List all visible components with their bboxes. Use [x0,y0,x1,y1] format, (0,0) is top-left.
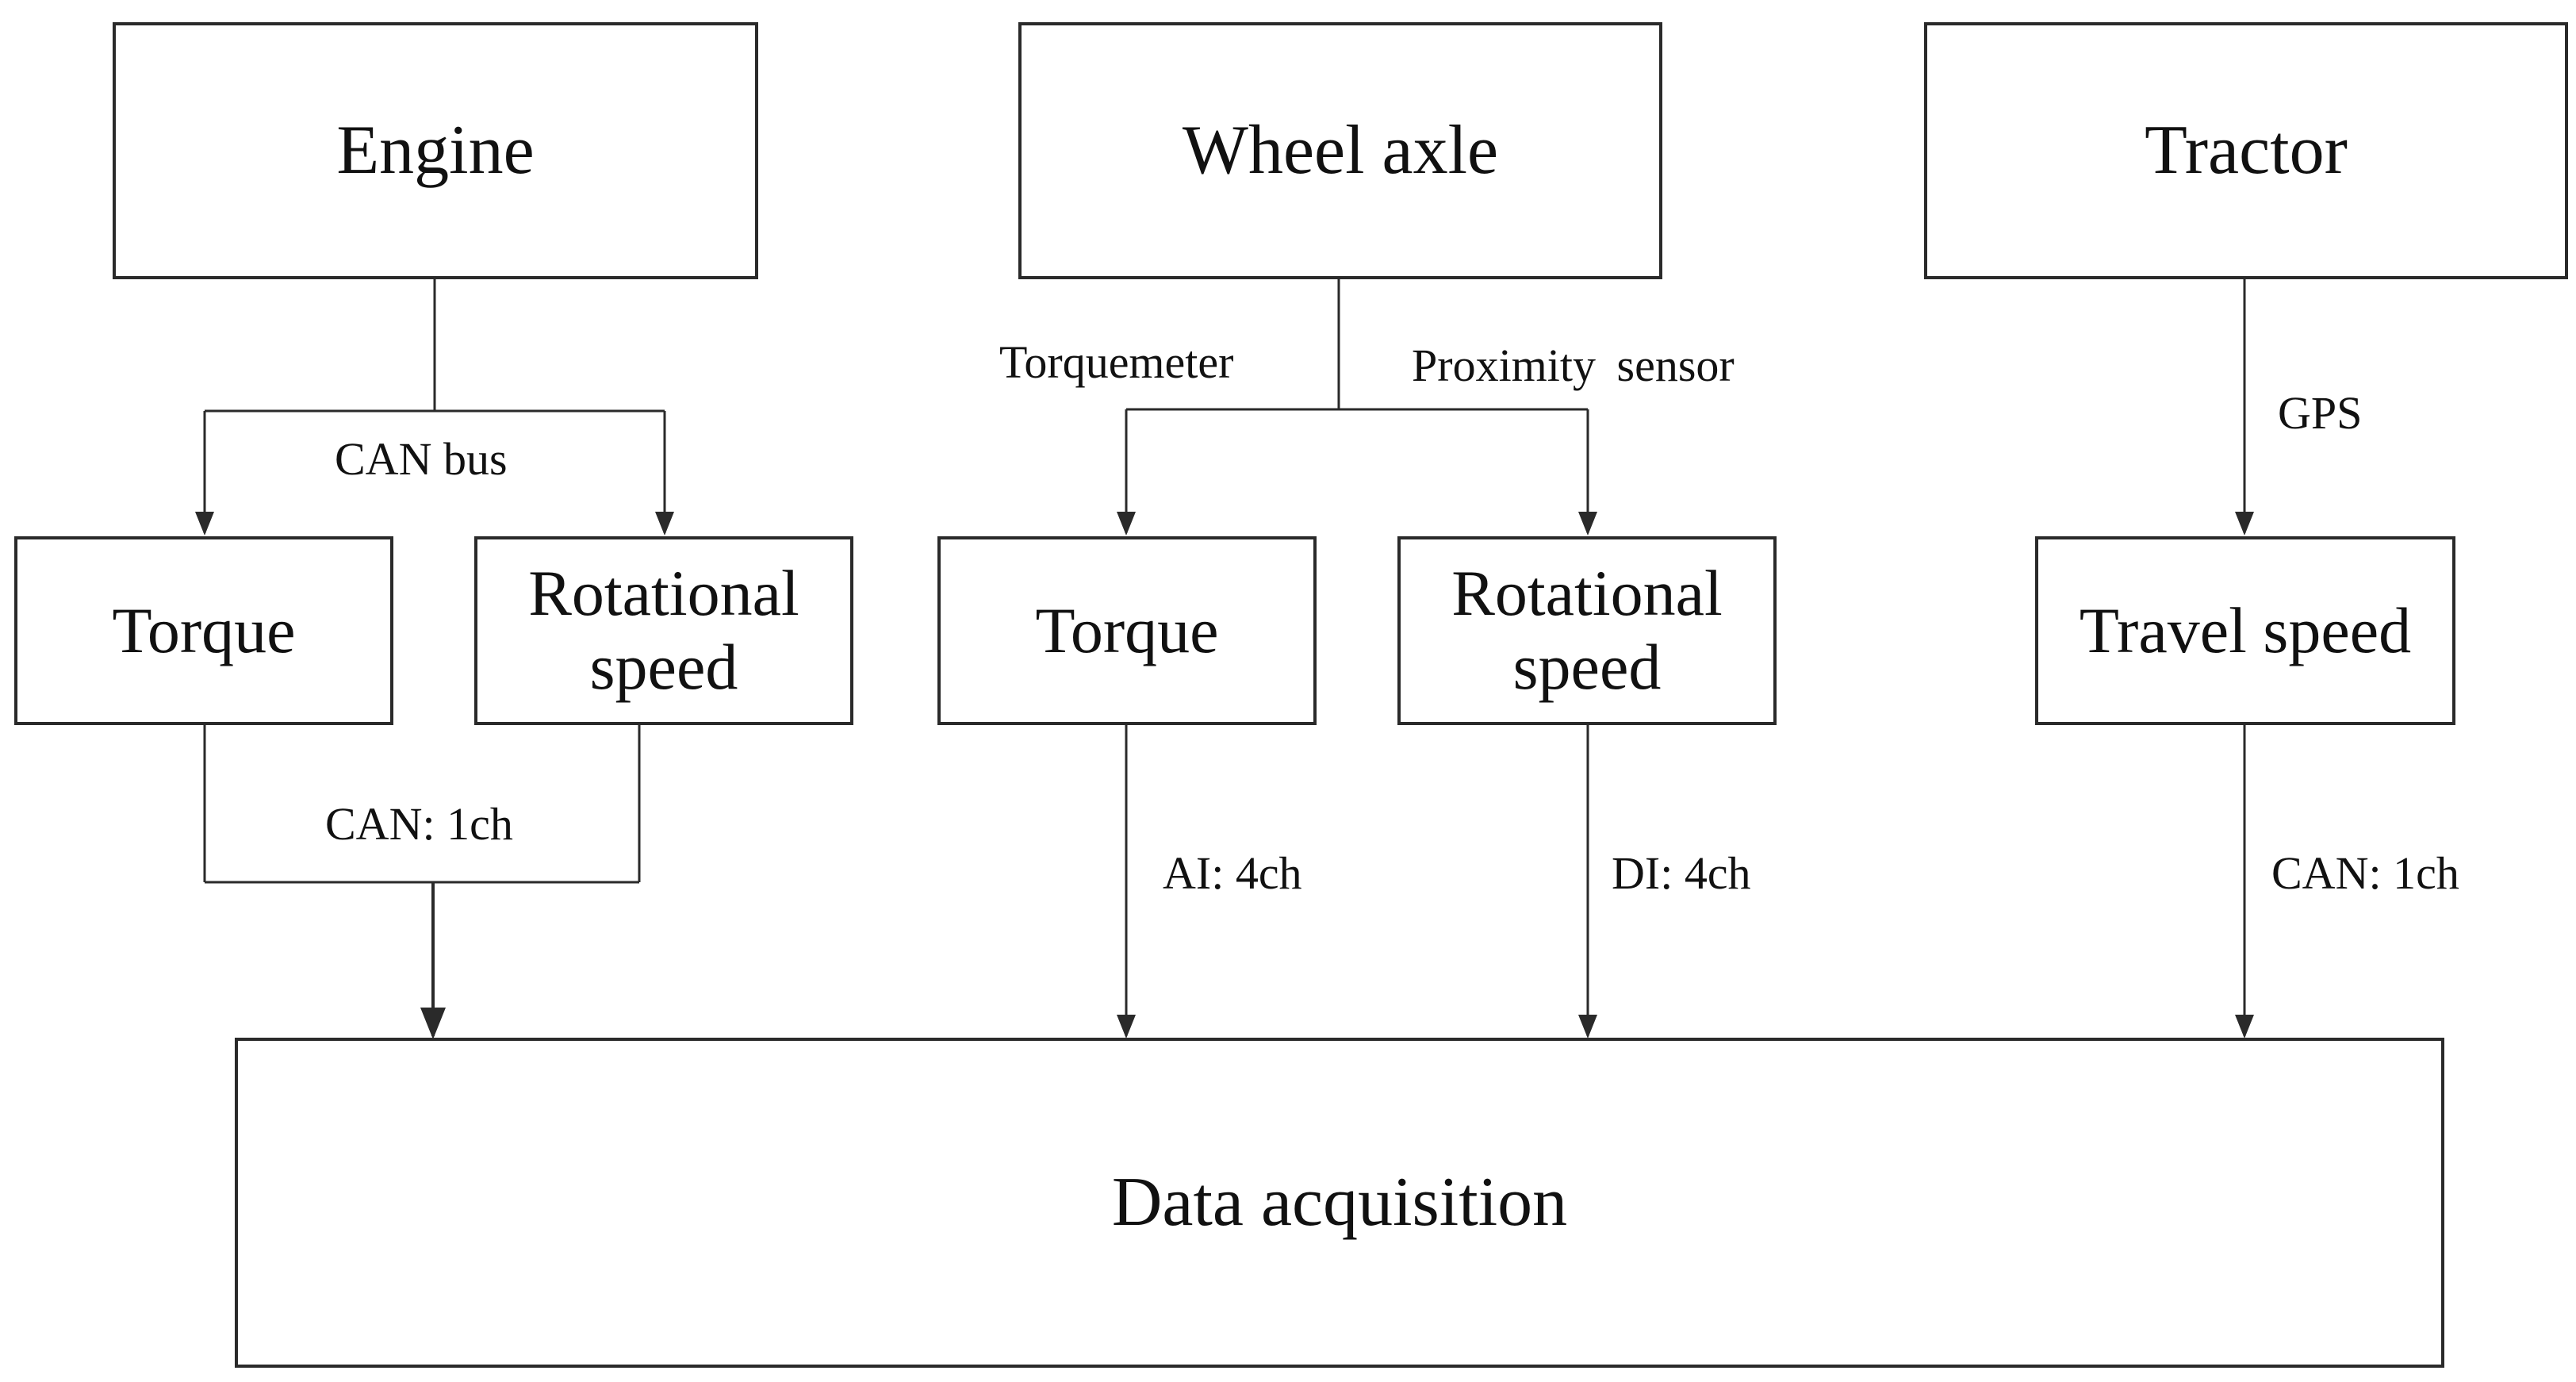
proximity-sensor-label: Proximity sensor [1412,340,1735,391]
axle-torque-label: Torque [1035,593,1219,666]
travel-speed-box: Travel speed [2035,536,2455,725]
travel-speed-label: Travel speed [2079,593,2412,666]
torquemeter-label: Torquemeter [999,336,1234,388]
engine-channel-label: CAN: 1ch [325,798,513,850]
engine-box: Engine [113,22,758,279]
engine-torque-label: Torque [112,593,296,666]
tractor-label: Tractor [2145,112,2348,190]
gps-label: GPS [2278,387,2363,439]
axle-torque-box: Torque [937,536,1317,725]
wheel-axle-box: Wheel axle [1018,22,1662,279]
can-bus-label: CAN bus [335,433,508,485]
engine-torque-box: Torque [14,536,393,725]
engine-rotational-speed-box: Rotational speed [474,536,853,725]
di-channel-label: DI: 4ch [1612,847,1751,899]
data-acquisition-label: Data acquisition [1111,1164,1568,1242]
engine-rotational-speed-label: Rotational speed [528,557,799,703]
axle-rotational-speed-box: Rotational speed [1397,536,1777,725]
tractor-channel-label: CAN: 1ch [2271,847,2459,899]
wheel-axle-label: Wheel axle [1182,112,1499,190]
axle-rotational-speed-label: Rotational speed [1451,557,1723,703]
data-acquisition-box: Data acquisition [235,1038,2444,1368]
ai-channel-label: AI: 4ch [1163,847,1302,899]
tractor-box: Tractor [1924,22,2568,279]
engine-label: Engine [336,112,535,190]
